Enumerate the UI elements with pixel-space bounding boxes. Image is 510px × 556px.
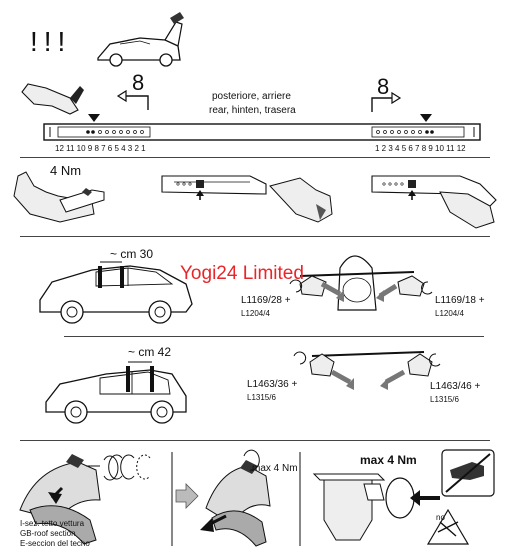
divider-1 [20, 157, 490, 158]
divider-4 [20, 440, 490, 441]
watermark: Yogi24 Limited [180, 263, 304, 284]
left-code-line2-s3: L1204/4 [241, 309, 270, 318]
left-code-line1-s3: L1169/28 + [241, 295, 291, 306]
roof-section-line1: I-sez. tetto vettura [20, 519, 85, 528]
left-code-line2-s4: L1315/6 [247, 393, 276, 402]
divider-2 [20, 236, 490, 237]
rear-label-line2: rear, hinten, trasera [209, 105, 296, 116]
divider-3 [64, 336, 484, 337]
right-code-line1-s3: L1169/18 + [435, 295, 485, 306]
torque-label-middle: max 4 Nm [252, 463, 298, 474]
right-code-line2-s4: L1315/6 [430, 395, 459, 404]
distance-label-42: ~ cm 42 [128, 345, 172, 359]
rear-arrow-number: 8 [377, 74, 390, 99]
distance-label-30: ~ cm 30 [110, 247, 154, 261]
scale-right: 1 2 3 4 5 6 7 8 9 10 11 12 [375, 144, 466, 153]
rear-label-line1: posteriore, arriere [212, 91, 291, 102]
front-arrow-number: 8 [132, 70, 145, 95]
left-code-line1-s4: L1463/36 + [247, 379, 298, 390]
torque-label-section2: 4 Nm [50, 163, 82, 178]
warning-marks: !!! [30, 26, 72, 57]
roof-section-line3: E-seccion del techo [20, 539, 90, 548]
no-label: no [436, 513, 445, 522]
scale-left: 12 11 10 9 8 7 6 5 4 3 2 1 [55, 144, 146, 153]
roof-section-line2: GB-roof section [20, 529, 76, 538]
torque-label-right: max 4 Nm [360, 453, 417, 467]
right-code-line1-s4: L1463/46 + [430, 381, 481, 392]
right-code-line2-s3: L1204/4 [435, 309, 464, 318]
